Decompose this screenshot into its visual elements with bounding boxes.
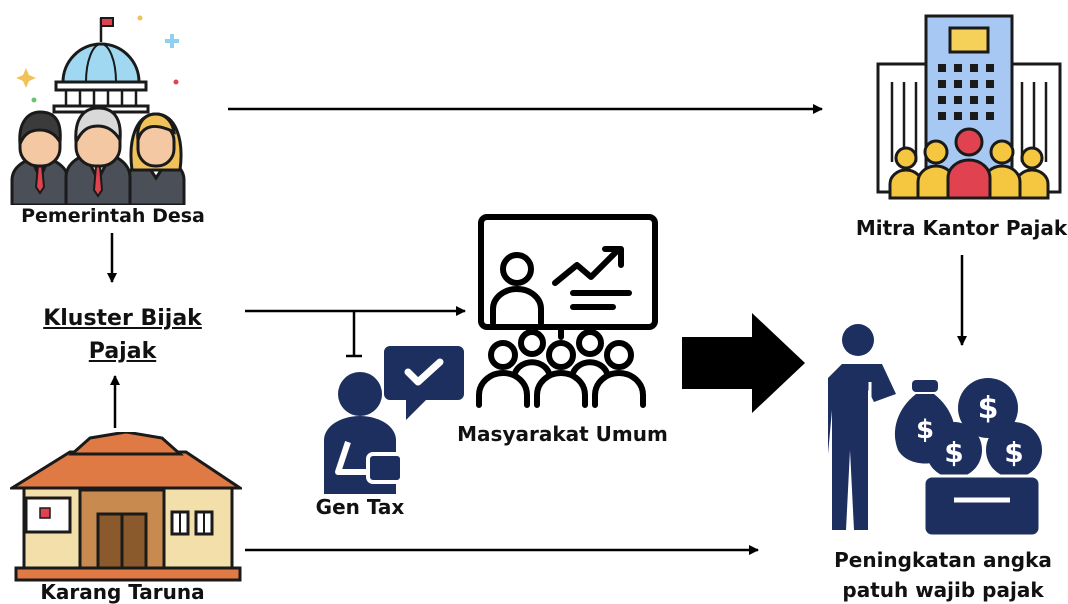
- gen-tax-label: Gen Tax: [315, 495, 405, 519]
- person-chat-check-icon: [324, 346, 464, 494]
- person-money-bags-icon: $ $ $ $: [828, 324, 1042, 538]
- kluster-label-line2: Pajak: [88, 339, 157, 364]
- government-people-icon: [10, 15, 186, 205]
- peningkatan-label-line2: patuh wajib pajak: [842, 578, 1044, 602]
- svg-text:$: $: [944, 436, 963, 469]
- karang-taruna-label: Karang Taruna: [40, 580, 205, 604]
- big-arrow: [682, 313, 805, 413]
- svg-text:$: $: [978, 391, 999, 426]
- audience-presentation-icon: [476, 214, 658, 408]
- kluster-label-line1: Kluster Bijak: [43, 306, 202, 331]
- village-hall-icon: [10, 432, 242, 582]
- tax-office-building-icon: [876, 14, 1062, 200]
- masyarakat-umum-label: Masyarakat Umum: [457, 422, 668, 446]
- peningkatan-label-line1: Peningkatan angka: [834, 548, 1052, 572]
- pemerintah-desa-label: Pemerintah Desa: [21, 205, 205, 227]
- svg-text:$: $: [916, 415, 934, 445]
- svg-text:$: $: [1004, 436, 1023, 469]
- mitra-kantor-pajak-label: Mitra Kantor Pajak: [855, 216, 1068, 240]
